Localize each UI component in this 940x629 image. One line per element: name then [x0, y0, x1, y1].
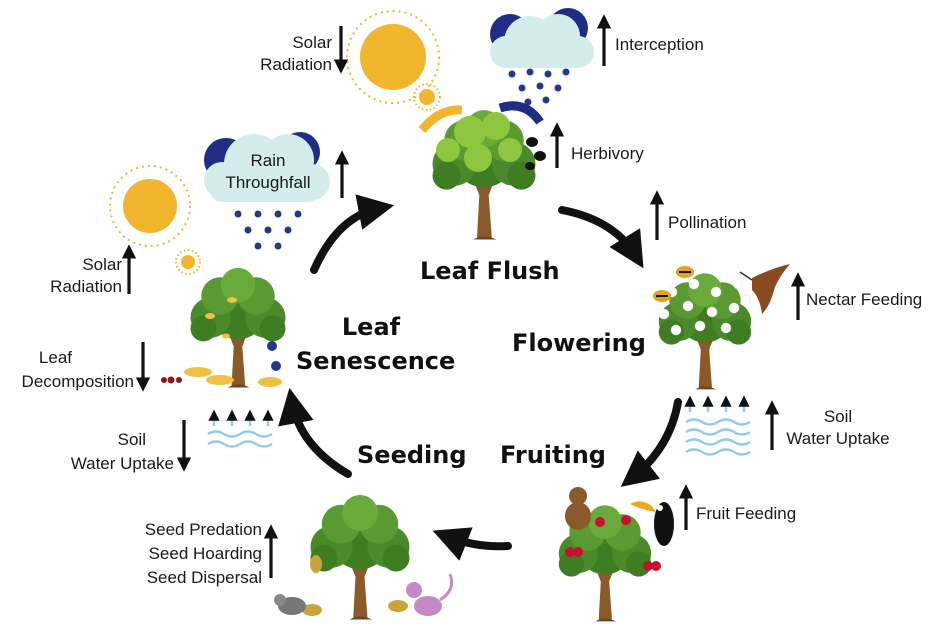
cloud-icon	[490, 8, 594, 68]
water-icon	[207, 409, 274, 448]
hummingbird-icon	[739, 264, 790, 314]
label-solar-radiation-left: Solar Radiation	[20, 254, 122, 298]
cycle-arrow-flush-to-flowering	[558, 206, 644, 269]
label-line: Water Uptake	[786, 429, 890, 448]
label-line: Leaf	[38, 348, 72, 367]
ant-icon	[161, 376, 182, 384]
monkey-icon	[565, 487, 591, 530]
water-drop-icon	[267, 341, 281, 371]
phase-fruiting: Fruiting	[500, 441, 606, 469]
cycle-arrow-fruiting-to-seeding	[432, 527, 512, 561]
label-fruit-feeding: Fruit Feeding	[696, 504, 797, 523]
seed-icon	[302, 555, 408, 616]
phase-leaf-senescence: Leaf Senescence	[296, 310, 456, 378]
sun-icon	[346, 10, 440, 104]
label-leaf-decomposition: Leaf Decomposition	[0, 346, 134, 394]
beetle-icon	[525, 137, 546, 170]
label-seed-dispersal: Seed Dispersal	[146, 568, 262, 587]
phase-seeding: Seeding	[357, 441, 467, 469]
label-pollination: Pollination	[668, 213, 747, 232]
phase-leaf-flush: Leaf Flush	[420, 257, 560, 285]
cycle-arrow-senescence-to-flush	[310, 194, 395, 274]
label-soil-water-uptake-left: Soil Water Uptake	[40, 428, 174, 476]
phase-leaf-senescence-line2: Senescence	[296, 347, 456, 375]
fruit-icons	[565, 515, 661, 571]
toucan-icon	[630, 501, 674, 546]
label-seed-predation: Seed Predation	[144, 520, 262, 539]
label-seed-hoarding: Seed Hoarding	[148, 544, 262, 563]
interception-arc	[498, 101, 544, 125]
label-line: Radiation	[260, 55, 332, 74]
rain-icon	[234, 210, 302, 250]
cloud-icon	[204, 132, 330, 202]
label-nectar-feeding: Nectar Feeding	[806, 290, 923, 309]
label-herbivory: Herbivory	[571, 144, 644, 163]
rodent-icon	[274, 594, 306, 615]
tree-foliage-light	[436, 112, 522, 172]
label-line: Solar	[82, 255, 122, 274]
bee-icon	[653, 266, 694, 302]
falling-leaves	[184, 297, 282, 387]
sun-small-icon	[175, 249, 201, 275]
monkey-icon	[406, 573, 454, 616]
cycle-arrow-flowering-to-fruiting	[620, 398, 682, 487]
cycle-arrow-seeding-to-senescence	[278, 387, 352, 478]
label-rain-throughfall: Rain Throughfall	[218, 150, 318, 194]
phase-leaf-senescence-line1: Leaf	[341, 313, 401, 341]
label-line: Solar	[292, 33, 332, 52]
cycle-arrows	[278, 194, 682, 561]
sun-icon	[109, 165, 191, 247]
rain-icon	[508, 68, 570, 106]
label-line: Throughfall	[225, 173, 311, 192]
label-line: Radiation	[50, 277, 122, 296]
label-line: Decomposition	[21, 372, 134, 391]
label-soil-water-uptake-right: Soil Water Uptake	[778, 406, 898, 450]
label-line: Water Uptake	[70, 454, 174, 473]
sun-small-icon	[413, 83, 441, 111]
water-icon	[684, 395, 751, 456]
interception-arc	[418, 105, 463, 133]
flower-icons	[658, 278, 752, 336]
label-line: Rain	[250, 151, 286, 170]
label-interception: Interception	[615, 35, 704, 54]
label-seed-activity: Seed Predation Seed Hoarding Seed Disper…	[120, 518, 262, 590]
label-line: Soil	[117, 430, 146, 449]
label-solar-radiation-top: Solar Radiation	[220, 32, 332, 76]
label-line: Soil	[823, 407, 853, 426]
phase-flowering: Flowering	[512, 329, 646, 357]
